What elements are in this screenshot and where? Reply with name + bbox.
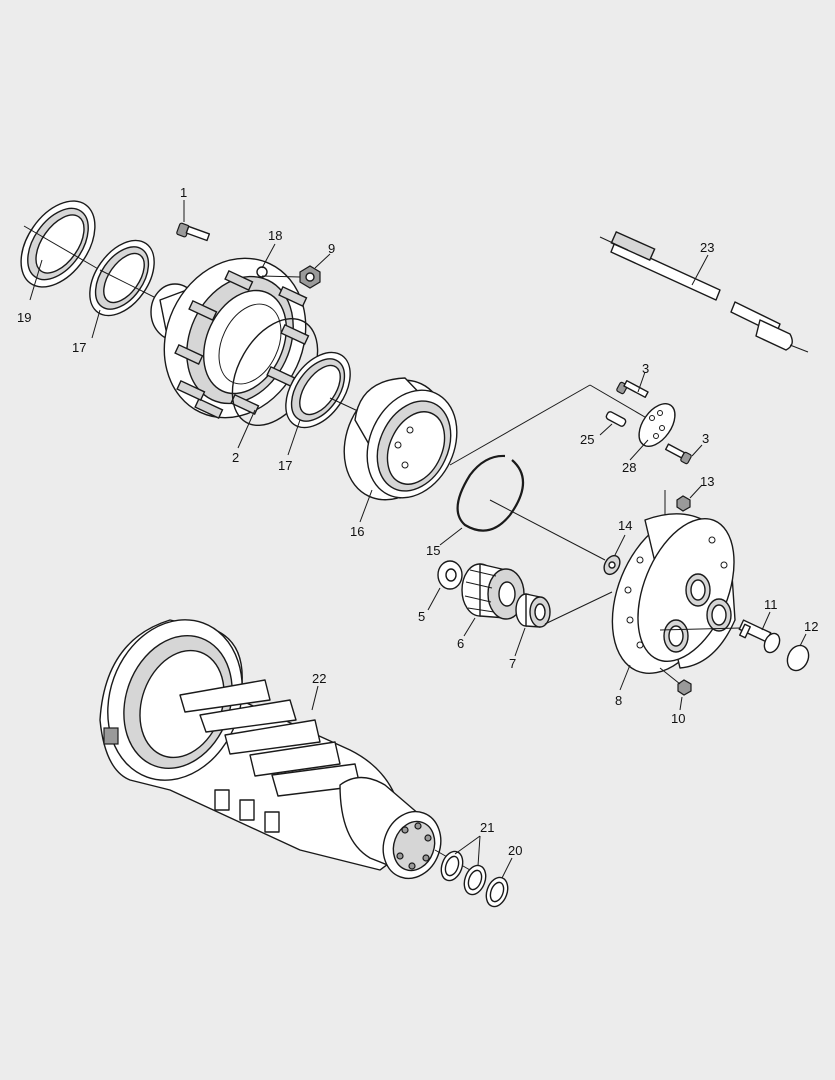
leader-19 <box>23 225 101 271</box>
callout-7: 7 <box>509 656 516 671</box>
callout-8: 8 <box>615 693 622 708</box>
part-11-planet-pin[interactable] <box>738 619 782 655</box>
callout-9: 9 <box>328 241 335 256</box>
leader-28-axis <box>589 384 651 421</box>
part-14-washer[interactable] <box>601 553 623 577</box>
callout-23: 23 <box>700 240 714 255</box>
part-19-seal[interactable] <box>6 187 110 300</box>
callout-17a: 17 <box>72 340 86 355</box>
part-1-bolt[interactable] <box>176 222 211 242</box>
leader-8 <box>619 664 631 691</box>
part-15-snap-ring[interactable] <box>456 454 525 532</box>
leader-21a <box>454 835 481 855</box>
leader-23 <box>599 236 629 251</box>
leader-2 <box>237 409 256 449</box>
leader-3b <box>691 444 703 457</box>
callout-3a: 3 <box>642 361 649 376</box>
leader-17a <box>91 309 101 339</box>
leader-15 <box>439 527 463 546</box>
part-28-washer-plate[interactable] <box>632 397 682 452</box>
leader-19b <box>29 259 43 301</box>
part-21-seal-a[interactable] <box>437 848 466 883</box>
callout-20: 20 <box>508 843 522 858</box>
hub-studs <box>174 269 310 419</box>
part-7-needle-bearing[interactable] <box>515 593 551 628</box>
part-18-hub[interactable] <box>139 235 332 441</box>
part-23-axle-shaft[interactable] <box>610 231 793 351</box>
leader-17b-axis <box>329 397 361 413</box>
part-8-planet-carrier[interactable] <box>591 500 753 690</box>
leader-20 <box>501 857 513 879</box>
callout-labels: 1 2 3 3 5 6 7 8 9 10 11 12 13 14 15 16 1… <box>17 185 818 858</box>
callout-21: 21 <box>480 820 494 835</box>
callout-19: 19 <box>17 310 31 325</box>
leader-7 <box>514 627 526 657</box>
leader-21b <box>477 835 481 867</box>
callout-28: 28 <box>622 460 636 475</box>
leader-9-axis <box>261 275 301 278</box>
callout-3b: 3 <box>702 431 709 446</box>
part-25-pin[interactable] <box>605 411 627 427</box>
part-22-axle-housing[interactable] <box>86 601 450 887</box>
callout-16: 16 <box>350 524 364 539</box>
callout-2: 2 <box>232 450 239 465</box>
part-9-nut[interactable] <box>299 265 321 289</box>
callout-17b: 17 <box>278 458 292 473</box>
leader-18 <box>261 243 276 269</box>
leader-23-end <box>789 344 809 353</box>
callout-11: 11 <box>764 597 778 612</box>
leader-16 <box>359 489 373 523</box>
leader-14 <box>614 534 626 556</box>
leader-11 <box>761 611 771 631</box>
callout-1: 1 <box>180 185 187 200</box>
callout-15: 15 <box>426 543 440 558</box>
leader-25 <box>599 423 613 436</box>
leader-9 <box>314 253 331 269</box>
callout-14: 14 <box>618 518 632 533</box>
part-13-screw[interactable] <box>676 495 691 512</box>
callout-22: 22 <box>312 671 326 686</box>
leader-6 <box>463 617 476 637</box>
leader-22 <box>311 685 319 711</box>
part-3-bolt-bottom[interactable] <box>664 443 692 465</box>
leader-17a-axis <box>99 269 161 301</box>
part-3-bolt-top[interactable] <box>616 380 649 398</box>
callout-18: 18 <box>268 228 282 243</box>
leader-12 <box>799 633 807 647</box>
callout-6: 6 <box>457 636 464 651</box>
part-12-oring[interactable] <box>783 642 812 674</box>
leader-23-callout <box>691 254 709 286</box>
part-16-ring-gear[interactable] <box>325 364 473 517</box>
leader-13 <box>689 484 703 499</box>
callout-10: 10 <box>671 711 685 726</box>
part-17-bearing-outer[interactable] <box>77 229 168 328</box>
leader-11-axis <box>659 627 741 631</box>
leader-10-axis <box>659 667 681 685</box>
part-6-planet-gear[interactable] <box>461 563 525 620</box>
leader-5 <box>427 587 441 611</box>
callout-5: 5 <box>418 609 425 624</box>
callout-25: 25 <box>580 432 594 447</box>
part-20-seal[interactable] <box>482 874 511 909</box>
leader-7-axis <box>544 591 613 625</box>
leader-16-to-28 <box>449 384 591 466</box>
part-10-screw[interactable] <box>677 679 692 696</box>
leader-15-axis <box>489 499 606 561</box>
leader-17b <box>287 419 301 456</box>
part-5-thrust-washer[interactable] <box>437 560 463 590</box>
part-17-bearing-inner[interactable] <box>273 341 364 440</box>
callout-12: 12 <box>804 619 818 634</box>
callout-13: 13 <box>700 474 714 489</box>
leader-10 <box>679 696 683 711</box>
leader-3a <box>637 371 646 393</box>
part-21-seal-b[interactable] <box>460 862 489 897</box>
leader-28 <box>629 439 649 461</box>
